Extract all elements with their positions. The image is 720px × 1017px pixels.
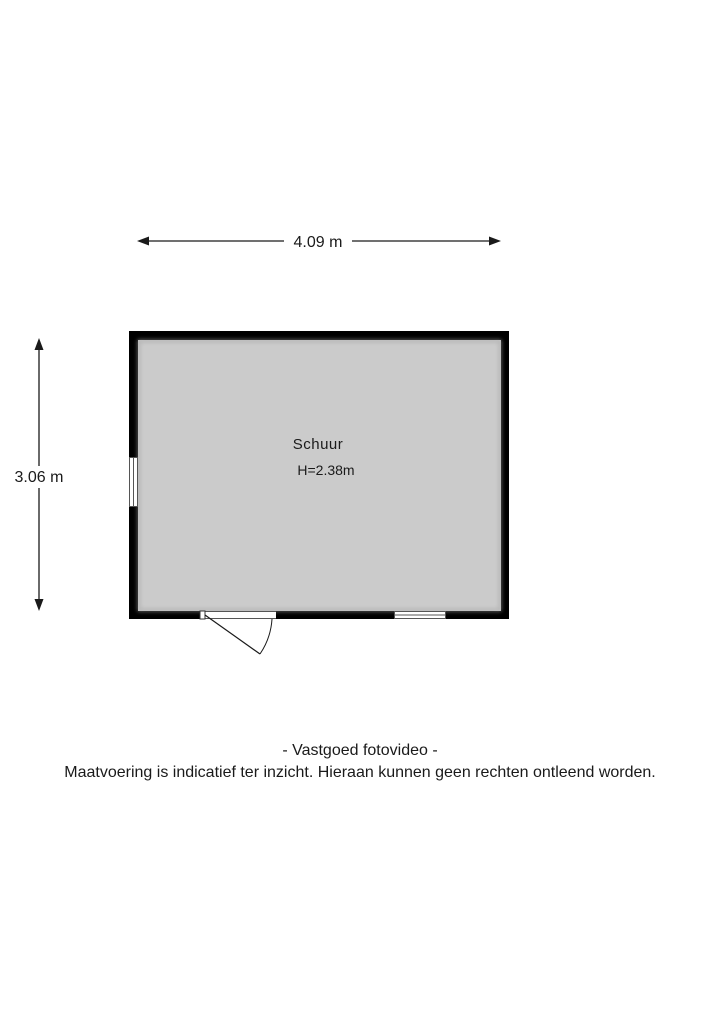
door-bottom-wall (199, 610, 276, 655)
window-bottom-wall (394, 611, 446, 619)
door-swing-arc (259, 618, 273, 655)
width-dimension: 4.09 m (137, 234, 501, 251)
floor-shadow (138, 340, 501, 611)
footer-credit: - Vastgoed fotovideo - (282, 742, 438, 759)
arrow-down-icon (34, 599, 44, 611)
room-height: H=2.38m (297, 462, 354, 478)
arrow-right-icon (489, 236, 501, 246)
arrow-left-icon (137, 236, 149, 246)
arrow-up-icon (34, 338, 44, 350)
window-left-wall (129, 457, 138, 507)
room-floor (138, 340, 501, 611)
footer-disclaimer: Maatvoering is indicatief ter inzicht. H… (64, 764, 656, 781)
depth-label: 3.06 m (15, 469, 64, 486)
room-name: Schuur (293, 436, 344, 453)
width-label: 4.09 m (294, 234, 343, 251)
depth-dimension: 3.06 m (8, 338, 70, 611)
